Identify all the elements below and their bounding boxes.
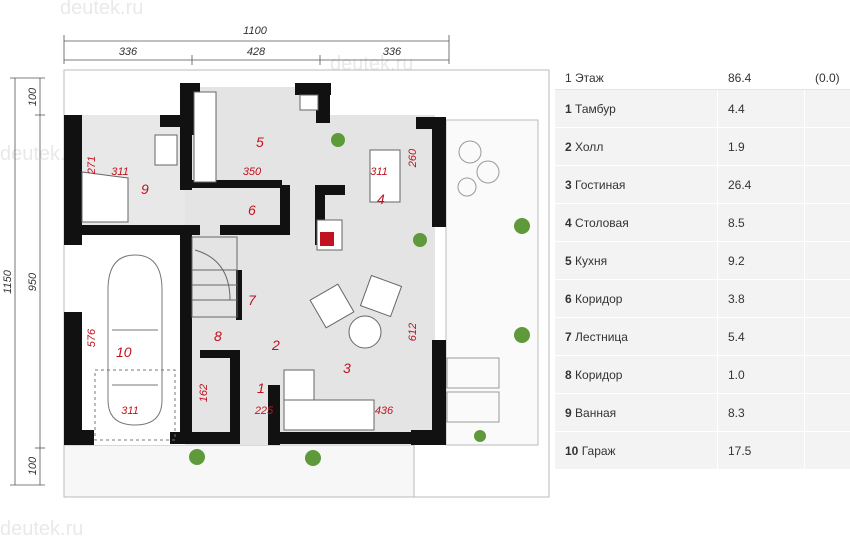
room-area: 17.5 — [717, 431, 805, 470]
room-dim: 612 — [407, 323, 419, 341]
floor-number: 1 — [565, 71, 572, 85]
table-row: 3 Гостиная 26.4 — [555, 165, 850, 204]
dim-top-margin: 100 — [27, 87, 39, 106]
room-dim: 225 — [254, 405, 274, 417]
room-dim: 162 — [198, 384, 210, 402]
room-area: 5.4 — [717, 317, 805, 356]
room-number: 6 — [248, 202, 256, 218]
watermark: deutek.ru — [60, 0, 143, 19]
room-number: 8 — [565, 367, 572, 382]
room-dim: 311 — [121, 405, 139, 417]
table-row: 6 Коридор 3.8 — [555, 279, 850, 318]
table-row: 1 Тамбур 4.4 — [555, 89, 850, 128]
room-number: 8 — [214, 328, 222, 344]
room-area: 1.0 — [717, 355, 805, 394]
room-number: 6 — [565, 291, 572, 306]
room-number: 7 — [565, 329, 572, 344]
table-row: 7 Лестница 5.4 — [555, 317, 850, 356]
room-number: 3 — [343, 360, 351, 376]
room-number: 2 — [565, 139, 572, 154]
fireplace-icon — [320, 232, 334, 246]
room-area: 3.8 — [717, 279, 805, 318]
room-number: 4 — [565, 215, 572, 230]
room-number: 2 — [271, 337, 280, 353]
room-dim: 260 — [407, 148, 419, 168]
watermark: deutek.ru — [0, 143, 83, 165]
table-row: 9 Ванная 8.3 — [555, 393, 850, 432]
room-dim: 350 — [243, 166, 262, 178]
table-row: 10 Гараж 17.5 — [555, 431, 850, 470]
room-name: Холл — [575, 139, 604, 154]
room-name: Гостиная — [575, 177, 626, 192]
room-dim: 576 — [86, 328, 98, 347]
room-name: Кухня — [575, 253, 608, 268]
room-area: 8.5 — [717, 203, 805, 242]
dim-bottom-margin: 100 — [27, 456, 39, 475]
room-area: 8.3 — [717, 393, 805, 432]
table-row: 8 Коридор 1.0 — [555, 355, 850, 394]
room-number: 5 — [256, 134, 264, 150]
room-number: 10 — [116, 344, 132, 360]
room-number: 4 — [377, 191, 385, 207]
table-row: 5 Кухня 9.2 — [555, 241, 850, 280]
table-row: 4 Столовая 8.5 — [555, 203, 850, 242]
room-number: 3 — [565, 177, 572, 192]
furniture — [81, 91, 403, 431]
plant-icons — [189, 133, 530, 466]
room-name: Лестница — [575, 329, 628, 344]
dim-segment-left: 336 — [119, 46, 138, 58]
room-number: 10 — [565, 443, 579, 458]
room-number: 1 — [565, 101, 572, 116]
room-name: Ванная — [575, 405, 617, 420]
dim-segment-middle: 428 — [247, 46, 266, 58]
dim-overall-height: 1150 — [2, 269, 14, 294]
table-row: 2 Холл 1.9 — [555, 127, 850, 166]
room-name: Тамбур — [575, 101, 616, 116]
room-number: 9 — [565, 405, 572, 420]
room-number: 5 — [565, 253, 572, 268]
floor-plan: deutek.ru deutek.ru deutek.ru deutek.ru … — [0, 0, 550, 540]
room-area: 1.9 — [717, 127, 805, 166]
walls — [64, 83, 446, 445]
room-name: Коридор — [575, 367, 623, 382]
floor-area: 86.4 — [717, 67, 805, 90]
room-area: 9.2 — [717, 241, 805, 280]
room-area: 26.4 — [717, 165, 805, 204]
floor-header-row: 1 Этаж 86.4 (0.0) — [555, 67, 850, 90]
room-dim: 271 — [86, 156, 98, 175]
floor-extra: (0.0) — [804, 67, 850, 90]
porch-area — [63, 444, 415, 498]
dim-overall-width: 1100 — [243, 25, 268, 37]
staircase — [191, 236, 238, 318]
room-dim: 436 — [375, 405, 394, 417]
car-outline — [94, 254, 176, 441]
terrace — [445, 119, 539, 446]
floor-name: Этаж — [575, 71, 604, 85]
room-dim: 311 — [370, 166, 388, 178]
room-name: Коридор — [575, 291, 623, 306]
room-number: 1 — [257, 380, 265, 396]
watermark: deutek.ru — [0, 518, 83, 540]
dim-segment-right: 336 — [383, 46, 402, 58]
room-area: 4.4 — [717, 89, 805, 128]
room-name: Гараж — [581, 443, 616, 458]
room-name: Столовая — [575, 215, 629, 230]
dim-body-height: 950 — [27, 272, 39, 291]
room-number: 7 — [248, 292, 257, 308]
room-dim: 311 — [111, 166, 129, 178]
dimension-lines — [10, 35, 450, 486]
room-number: 9 — [141, 181, 149, 197]
